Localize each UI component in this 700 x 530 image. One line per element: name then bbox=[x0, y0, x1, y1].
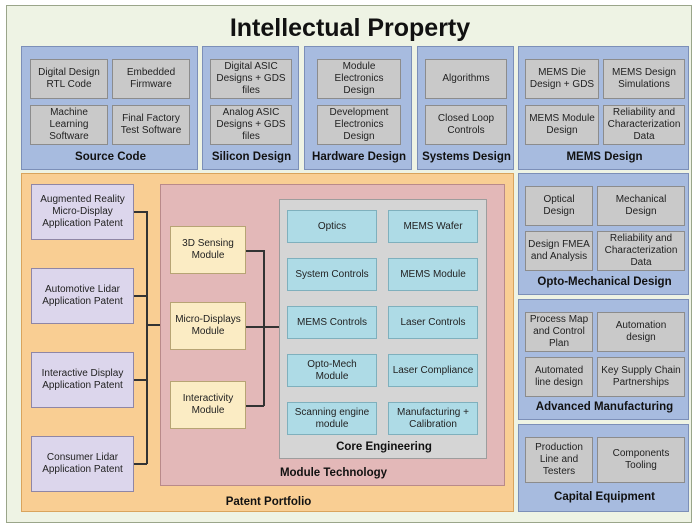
mems-design-item: MEMS Die Design + GDS bbox=[525, 59, 599, 99]
source-code-item: Embedded Firmware bbox=[112, 59, 190, 99]
core-item: Scanning engine module bbox=[287, 402, 377, 435]
connector-line bbox=[263, 250, 265, 406]
core-engineering-panel: Optics MEMS Wafer System Controls MEMS M… bbox=[279, 199, 487, 459]
hardware-design-label: Hardware Design bbox=[312, 151, 406, 163]
connector-line bbox=[134, 295, 147, 297]
silicon-design-item: Digital ASIC Designs + GDS files bbox=[210, 59, 292, 99]
mems-design-label: MEMS Design bbox=[566, 151, 643, 163]
source-code-item: Final Factory Test Software bbox=[112, 105, 190, 145]
connector-line bbox=[246, 326, 279, 328]
diagram-frame: Intellectual Property Digital Design RTL… bbox=[6, 5, 692, 523]
opto-mechanical-panel: Optical Design Mechanical Design Design … bbox=[518, 173, 689, 295]
core-item: MEMS Module bbox=[388, 258, 478, 291]
mems-design-item: MEMS Design Simulations bbox=[603, 59, 685, 99]
hardware-design-item: Development Electronics Design bbox=[317, 105, 401, 145]
patent-portfolio-panel: Augmented Reality Micro-Display Applicat… bbox=[21, 173, 514, 512]
systems-design-item: Closed Loop Controls bbox=[425, 105, 507, 145]
diagram-title: Intellectual Property bbox=[229, 14, 471, 42]
systems-design-label: Systems Design bbox=[422, 151, 511, 163]
patent-item: Consumer Lidar Application Patent bbox=[31, 436, 134, 492]
opto-mechanical-item: Optical Design bbox=[525, 186, 593, 226]
capital-equipment-panel: Production Line and Testers Components T… bbox=[518, 424, 689, 512]
connector-line bbox=[146, 211, 148, 464]
silicon-design-item: Analog ASIC Designs + GDS files bbox=[210, 105, 292, 145]
connector-line bbox=[146, 324, 160, 326]
patent-item: Interactive Display Application Patent bbox=[31, 352, 134, 408]
systems-design-panel: Algorithms Closed Loop Controls Systems … bbox=[417, 46, 514, 170]
connector-line bbox=[134, 463, 147, 465]
systems-design-item: Algorithms bbox=[425, 59, 507, 99]
silicon-design-label: Silicon Design bbox=[211, 151, 292, 163]
module-technology-panel: 3D Sensing Module Micro-Displays Module … bbox=[160, 184, 505, 486]
opto-mechanical-item: Design FMEA and Analysis bbox=[525, 231, 593, 271]
core-engineering-label: Core Engineering bbox=[336, 441, 432, 453]
hardware-design-item: Module Electronics Design bbox=[317, 59, 401, 99]
capital-equipment-label: Capital Equipment bbox=[554, 491, 655, 503]
source-code-label: Source Code bbox=[75, 151, 146, 163]
silicon-design-panel: Digital ASIC Designs + GDS files Analog … bbox=[202, 46, 299, 170]
advanced-manufacturing-item: Key Supply Chain Partnerships bbox=[597, 357, 685, 397]
source-code-panel: Digital Design RTL Code Embedded Firmwar… bbox=[21, 46, 198, 170]
advanced-manufacturing-item: Process Map and Control Plan bbox=[525, 312, 593, 352]
mems-design-item: Reliability and Characterization Data bbox=[603, 105, 685, 145]
opto-mechanical-item: Reliability and Characterization Data bbox=[597, 231, 685, 271]
core-item: Laser Controls bbox=[388, 306, 478, 339]
patent-item: Automotive Lidar Application Patent bbox=[31, 268, 134, 324]
module-item: 3D Sensing Module bbox=[170, 226, 246, 274]
core-item: System Controls bbox=[287, 258, 377, 291]
core-item: Laser Compliance bbox=[388, 354, 478, 387]
connector-line bbox=[134, 211, 147, 213]
connector-line bbox=[246, 405, 264, 407]
core-item: MEMS Controls bbox=[287, 306, 377, 339]
capital-equipment-item: Components Tooling bbox=[597, 437, 685, 483]
patent-item: Augmented Reality Micro-Display Applicat… bbox=[31, 184, 134, 240]
connector-line bbox=[246, 250, 264, 252]
advanced-manufacturing-label: Advanced Manufacturing bbox=[535, 401, 674, 413]
module-technology-label: Module Technology bbox=[279, 467, 388, 479]
core-item: Optics bbox=[287, 210, 377, 243]
mems-design-item: MEMS Module Design bbox=[525, 105, 599, 145]
patent-portfolio-label: Patent Portfolio bbox=[225, 496, 312, 508]
opto-mechanical-label: Opto-Mechanical Design bbox=[537, 276, 672, 288]
core-item: MEMS Wafer bbox=[388, 210, 478, 243]
source-code-item: Machine Learning Software bbox=[30, 105, 108, 145]
opto-mechanical-item: Mechanical Design bbox=[597, 186, 685, 226]
advanced-manufacturing-panel: Process Map and Control Plan Automation … bbox=[518, 299, 689, 420]
advanced-manufacturing-item: Automation design bbox=[597, 312, 685, 352]
mems-design-panel: MEMS Die Design + GDS MEMS Design Simula… bbox=[518, 46, 689, 170]
module-item: Interactivity Module bbox=[170, 381, 246, 429]
core-item: Manufacturing + Calibration bbox=[388, 402, 478, 435]
core-item: Opto-Mech Module bbox=[287, 354, 377, 387]
hardware-design-panel: Module Electronics Design Development El… bbox=[304, 46, 412, 170]
module-item: Micro-Displays Module bbox=[170, 302, 246, 350]
connector-line bbox=[134, 379, 147, 381]
advanced-manufacturing-item: Automated line design bbox=[525, 357, 593, 397]
source-code-item: Digital Design RTL Code bbox=[30, 59, 108, 99]
capital-equipment-item: Production Line and Testers bbox=[525, 437, 593, 483]
